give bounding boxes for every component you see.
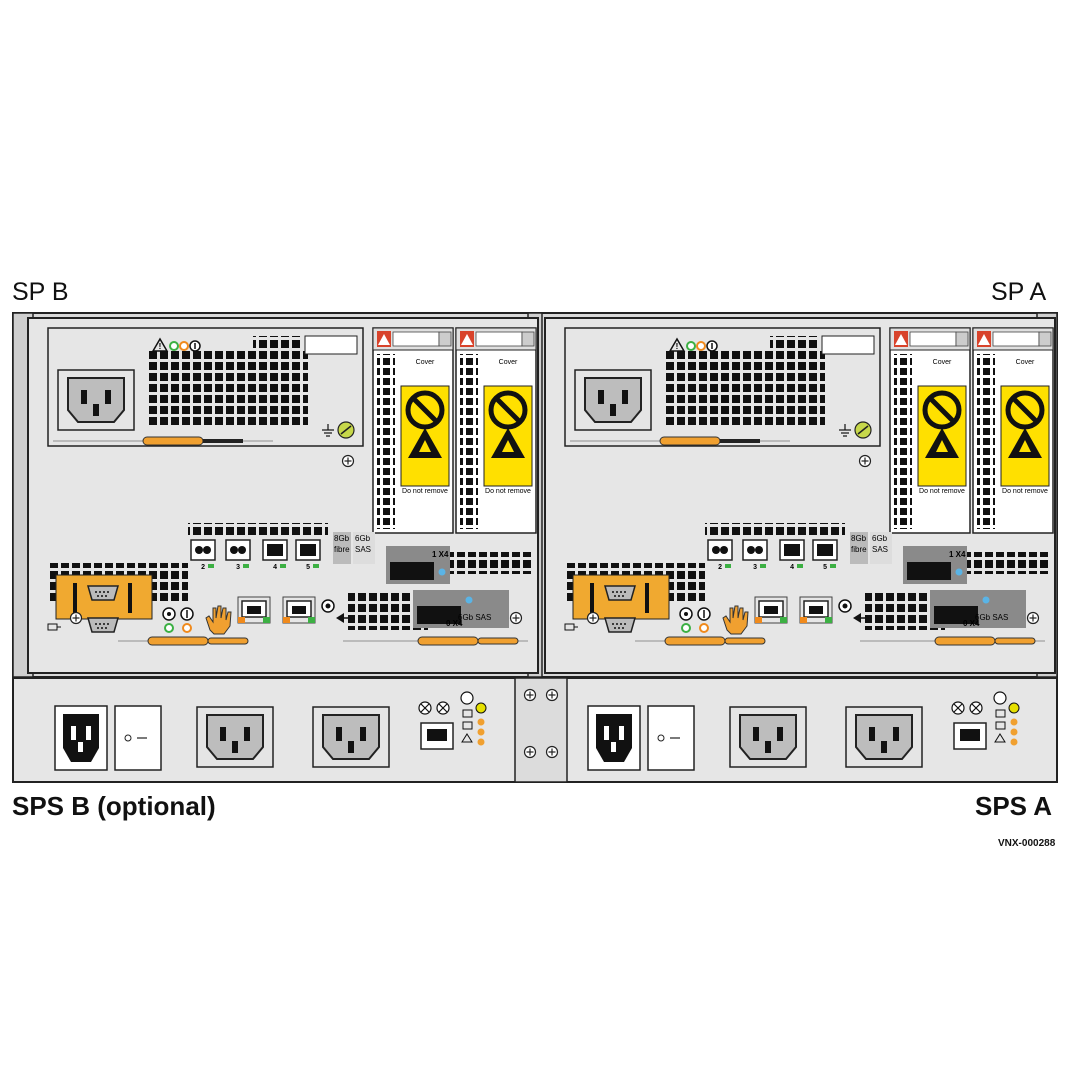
sp-b-do-not-remove-label-1: Do not remove	[402, 488, 448, 495]
sp-b-port-number-4: 4	[273, 564, 277, 571]
sp-a-sas-type: SAS	[872, 545, 888, 554]
sp-a-port-0x4: 0 X4	[963, 619, 980, 628]
sp-a-port-number-4: 4	[790, 564, 794, 571]
sp-b-sas-type: SAS	[355, 545, 371, 554]
sp-b-do-not-remove-label-2: Do not remove	[485, 488, 531, 495]
sp-a-fibre-type: fibre	[851, 545, 867, 554]
sp-a-port-number-5: 5	[823, 564, 827, 571]
sp-b-port-0x4: 0 X4	[446, 619, 463, 628]
sp-a-port-number-3: 3	[753, 564, 757, 571]
sp-a-do-not-remove-label-2: Do not remove	[1002, 488, 1048, 495]
sp-a-fibre-speed: 8Gb	[851, 534, 867, 543]
sp-a-port-sas-6gb: 6Gb SAS	[975, 613, 1008, 622]
sp-b-port-1x4: 1 X4	[432, 550, 449, 559]
sp-b-label: SP B	[12, 278, 69, 306]
sps-b-label: SPS B (optional)	[12, 791, 216, 821]
figure-id: VNX-000288	[998, 838, 1056, 849]
sp-b-port-sas-6gb: 6Gb SAS	[458, 613, 491, 622]
sp-a-sas-speed: 6Gb	[872, 534, 888, 543]
sp-b-sas-speed: 6Gb	[355, 534, 371, 543]
sp-b-fibre-type: fibre	[334, 545, 350, 554]
sp-a-port-number-2: 2	[718, 564, 722, 571]
sp-b-port-number-3: 3	[236, 564, 240, 571]
sp-a-cover-label-2: Cover	[1016, 359, 1035, 366]
sp-b-port-number-5: 5	[306, 564, 310, 571]
sp-a-label: SP A	[991, 278, 1047, 306]
sp-b-cover-label-1: Cover	[416, 359, 435, 366]
sp-a-cover-label-1: Cover	[933, 359, 952, 366]
sp-a-do-not-remove-label-1: Do not remove	[919, 488, 965, 495]
sp-a-port-1x4: 1 X4	[949, 550, 966, 559]
sp-b-cover-label-2: Cover	[499, 359, 518, 366]
sp-b-port-number-2: 2	[201, 564, 205, 571]
sps-a-label: SPS A	[975, 791, 1053, 821]
sp-b-fibre-speed: 8Gb	[334, 534, 350, 543]
